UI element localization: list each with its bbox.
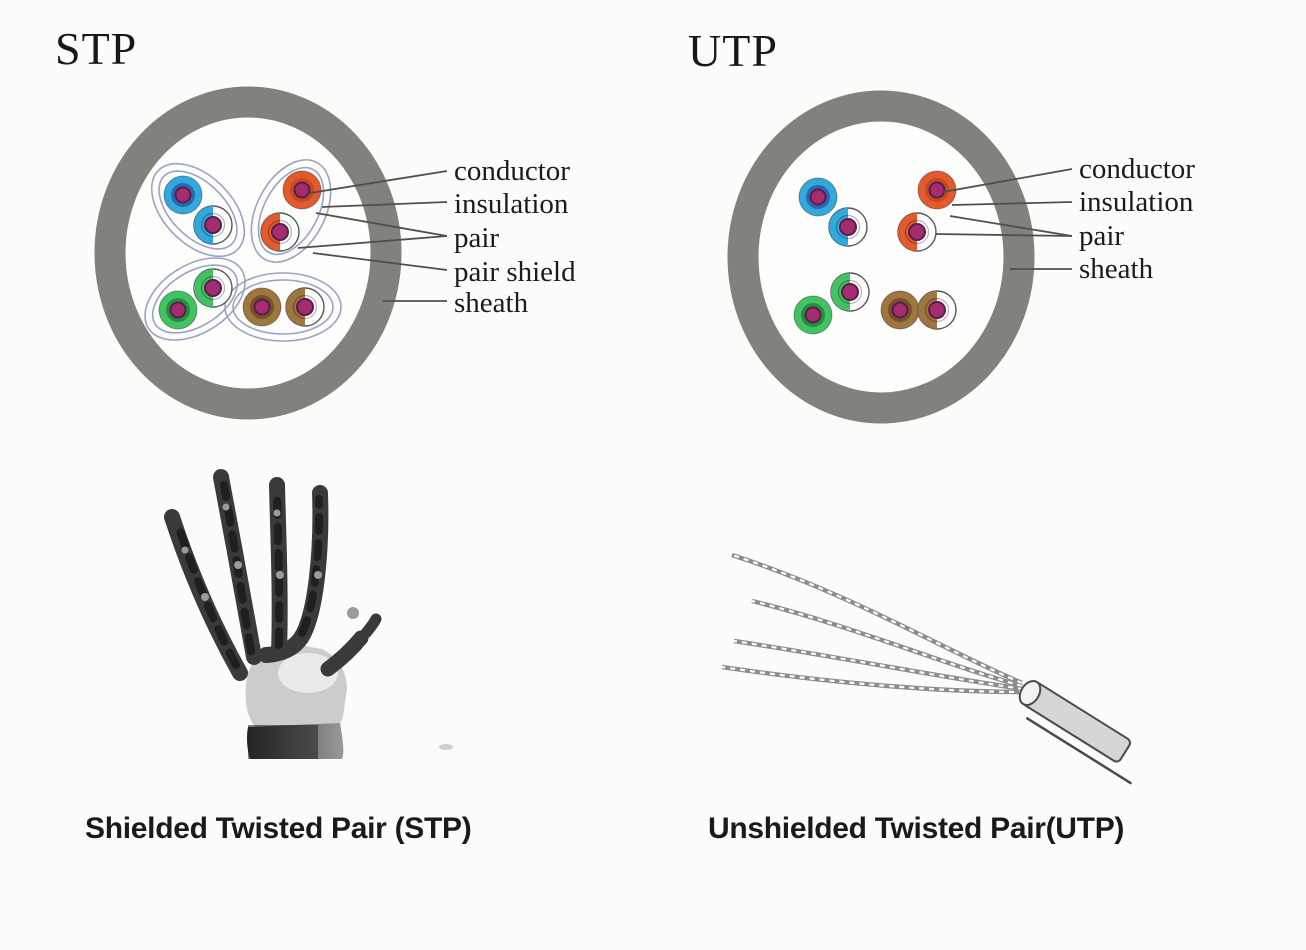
fleck <box>234 561 242 569</box>
stp-photo-palm-highlight <box>278 653 338 693</box>
stp-wire-blue-solid <box>163 175 203 215</box>
utp-drawing <box>721 552 1133 785</box>
stp-sheath-ring <box>94 86 402 420</box>
stp-pair-shield-brown <box>224 272 342 342</box>
fleck <box>347 607 359 619</box>
utp-label-pair: pair <box>1079 220 1124 252</box>
utp-wire-brown-solid <box>880 290 920 330</box>
fleck <box>276 571 284 579</box>
utp-label-conductor: conductor <box>1079 153 1195 185</box>
stp-label-conductor: conductor <box>454 155 570 187</box>
stp-wire-green-solid <box>158 290 198 330</box>
stp-line-pair-shield <box>312 252 448 271</box>
stp-photo-texture-1 <box>174 521 240 669</box>
stp-label-insulation: insulation <box>454 188 569 220</box>
stp-wire-green-half <box>193 268 233 308</box>
utp-cross-section: conductor insulation pair sheath <box>727 90 1195 424</box>
utp-wire-green-half <box>830 272 870 312</box>
fleck <box>273 509 281 517</box>
utp-drawing-pairs <box>721 552 1025 695</box>
utp-label-insulation: insulation <box>1079 186 1194 218</box>
stp-line-insulation <box>321 201 448 208</box>
utp-wire-blue-solid <box>798 177 838 217</box>
utp-wire-orange-half <box>897 212 937 252</box>
utp-wire-brown-half <box>917 290 957 330</box>
stp-label-pair: pair <box>454 222 499 254</box>
stp-photo-pair-thumb-tip <box>360 613 382 639</box>
fleck <box>181 546 189 554</box>
utp-label-sheath: sheath <box>1079 253 1154 285</box>
stp-cross-section: conductor insulation pair pair shield sh… <box>94 86 576 420</box>
stp-label-sheath: sheath <box>454 287 529 319</box>
fleck <box>201 593 209 601</box>
utp-wire-orange-solid <box>917 170 957 210</box>
stp-photo-jacket-shadow <box>248 725 318 759</box>
stp-photo <box>164 469 453 759</box>
utp-line-insulation <box>951 201 1073 206</box>
fleck <box>222 503 230 511</box>
stp-line-conductor <box>309 170 448 194</box>
utp-wire-blue-half <box>828 207 868 247</box>
stp-photo-smudge <box>439 744 453 750</box>
stp-photo-pair-thumb <box>320 630 369 677</box>
stp-caption: Shielded Twisted Pair (STP) <box>85 812 472 845</box>
stp-pair-shield-green <box>144 257 246 341</box>
stp-wire-orange-solid <box>282 170 322 210</box>
utp-sheath-ring <box>727 90 1035 424</box>
stp-label-pair-shield: pair shield <box>454 256 576 288</box>
utp-drawing-jacket <box>1018 679 1133 785</box>
stp-pair-shield-blue <box>150 162 246 258</box>
stp-line-pair-a <box>315 212 448 237</box>
utp-line-pair-b <box>935 233 1073 237</box>
utp-wire-green-solid <box>793 295 833 335</box>
stp-wire-orange-half <box>260 212 300 252</box>
stp-wire-brown-solid <box>242 287 282 327</box>
stp-title: STP <box>55 23 138 74</box>
stp-wire-brown-half <box>285 287 325 327</box>
stp-photo-texture-3 <box>273 487 284 649</box>
utp-title: UTP <box>688 25 778 76</box>
stp-pair-shield-orange <box>250 159 332 263</box>
utp-caption: Unshielded Twisted Pair(UTP) <box>708 812 1125 845</box>
utp-line-conductor <box>942 168 1073 193</box>
stp-line-pair-b <box>297 235 448 249</box>
stp-wire-blue-half <box>193 205 233 245</box>
fleck <box>314 571 322 579</box>
utp-line-pair-a <box>949 215 1073 237</box>
